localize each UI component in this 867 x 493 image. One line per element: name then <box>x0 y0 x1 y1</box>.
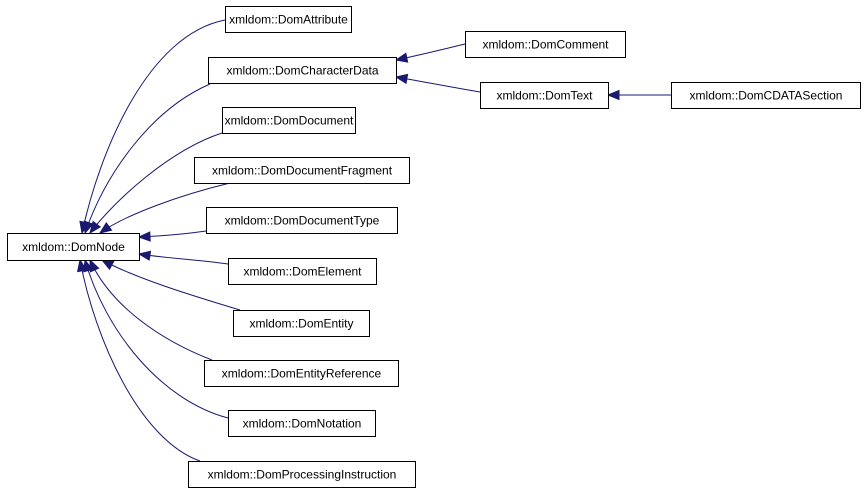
arrowhead-dom-text-to-dom-character-data <box>394 73 409 85</box>
node-dom-notation[interactable]: xmldom::DomNotation <box>228 410 376 437</box>
node-box <box>194 157 410 184</box>
node-dom-entity-reference[interactable]: xmldom::DomEntityReference <box>204 360 399 387</box>
node-label: xmldom::DomNotation <box>243 417 362 431</box>
arrowhead-dom-document-fragment-to-dom-node <box>98 222 113 234</box>
node-box <box>204 360 399 387</box>
node-dom-cdatasection[interactable]: xmldom::DomCDATASection <box>671 82 861 109</box>
arrowhead-dom-character-data-to-dom-node <box>83 220 94 235</box>
node-label: xmldom::DomCharacterData <box>226 64 378 78</box>
node-dom-text[interactable]: xmldom::DomText <box>480 82 609 109</box>
arrowhead-dom-processing-instruction-to-dom-node <box>76 258 88 273</box>
edges-layer <box>76 19 671 462</box>
node-dom-node[interactable]: xmldom::DomNode <box>7 233 140 261</box>
node-box <box>465 31 626 58</box>
node-box <box>225 6 352 33</box>
nodes-layer: xmldom::DomNode xmldom::DomAttributexmldo… <box>7 6 861 488</box>
node-box <box>188 461 416 488</box>
node-label: xmldom::DomCDATASection <box>690 89 843 103</box>
node-label: xmldom::DomComment <box>482 38 609 52</box>
node-dom-comment[interactable]: xmldom::DomComment <box>465 31 626 58</box>
node-dom-attribute[interactable]: xmldom::DomAttribute <box>225 6 352 33</box>
node-label: xmldom::DomDocument <box>225 114 354 128</box>
node-label: xmldom::DomElement <box>243 265 362 279</box>
edge-dom-text-to-dom-character-data <box>395 76 481 93</box>
arrowhead-dom-comment-to-dom-character-data <box>394 52 409 63</box>
node-label: xmldom::DomProcessingInstruction <box>208 468 397 482</box>
node-dom-entity[interactable]: xmldom::DomEntity <box>233 310 370 337</box>
arrowhead-dom-cdatasection-to-dom-text <box>606 89 620 101</box>
node-box <box>7 233 140 261</box>
arrowhead-dom-document-type-to-dom-node <box>137 231 151 242</box>
edge-dom-processing-instruction-to-dom-node <box>79 259 201 462</box>
node-label: xmldom::DomEntity <box>249 317 353 331</box>
node-box <box>228 410 376 437</box>
edge-dom-character-data-to-dom-node <box>84 83 211 234</box>
node-box <box>222 107 356 134</box>
edge-dom-notation-to-dom-node <box>84 259 229 419</box>
edge-dom-element-to-dom-node <box>138 253 229 265</box>
node-box <box>208 57 397 84</box>
node-label: xmldom::DomText <box>496 89 593 103</box>
node-label: xmldom::DomEntityReference <box>222 367 382 381</box>
edge-dom-attribute-to-dom-node <box>81 19 226 234</box>
node-label: xmldom::DomNode <box>22 240 125 254</box>
node-box <box>228 258 377 285</box>
node-dom-element[interactable]: xmldom::DomElement <box>228 258 377 285</box>
node-box <box>671 82 861 109</box>
node-dom-document[interactable]: xmldom::DomDocument <box>222 107 356 134</box>
edge-dom-entity-to-dom-node <box>101 259 241 311</box>
node-dom-processing-instruction[interactable]: xmldom::DomProcessingInstruction <box>188 461 416 488</box>
node-label: xmldom::DomDocumentType <box>225 214 380 228</box>
node-box <box>233 310 370 337</box>
node-box <box>206 207 398 234</box>
edge-dom-entity-reference-to-dom-node <box>89 259 213 361</box>
edge-dom-document-to-dom-node <box>89 132 223 234</box>
arrowhead-dom-element-to-dom-node <box>137 250 152 261</box>
node-label: xmldom::DomDocumentFragment <box>212 164 393 178</box>
node-label: xmldom::DomAttribute <box>229 13 348 27</box>
arrowhead-dom-document-to-dom-node <box>89 220 102 235</box>
node-dom-document-fragment[interactable]: xmldom::DomDocumentFragment <box>194 157 410 184</box>
node-box <box>480 82 609 109</box>
node-dom-document-type[interactable]: xmldom::DomDocumentType <box>206 207 398 234</box>
arrowhead-dom-entity-to-dom-node <box>100 259 115 271</box>
node-dom-character-data[interactable]: xmldom::DomCharacterData <box>208 57 397 84</box>
